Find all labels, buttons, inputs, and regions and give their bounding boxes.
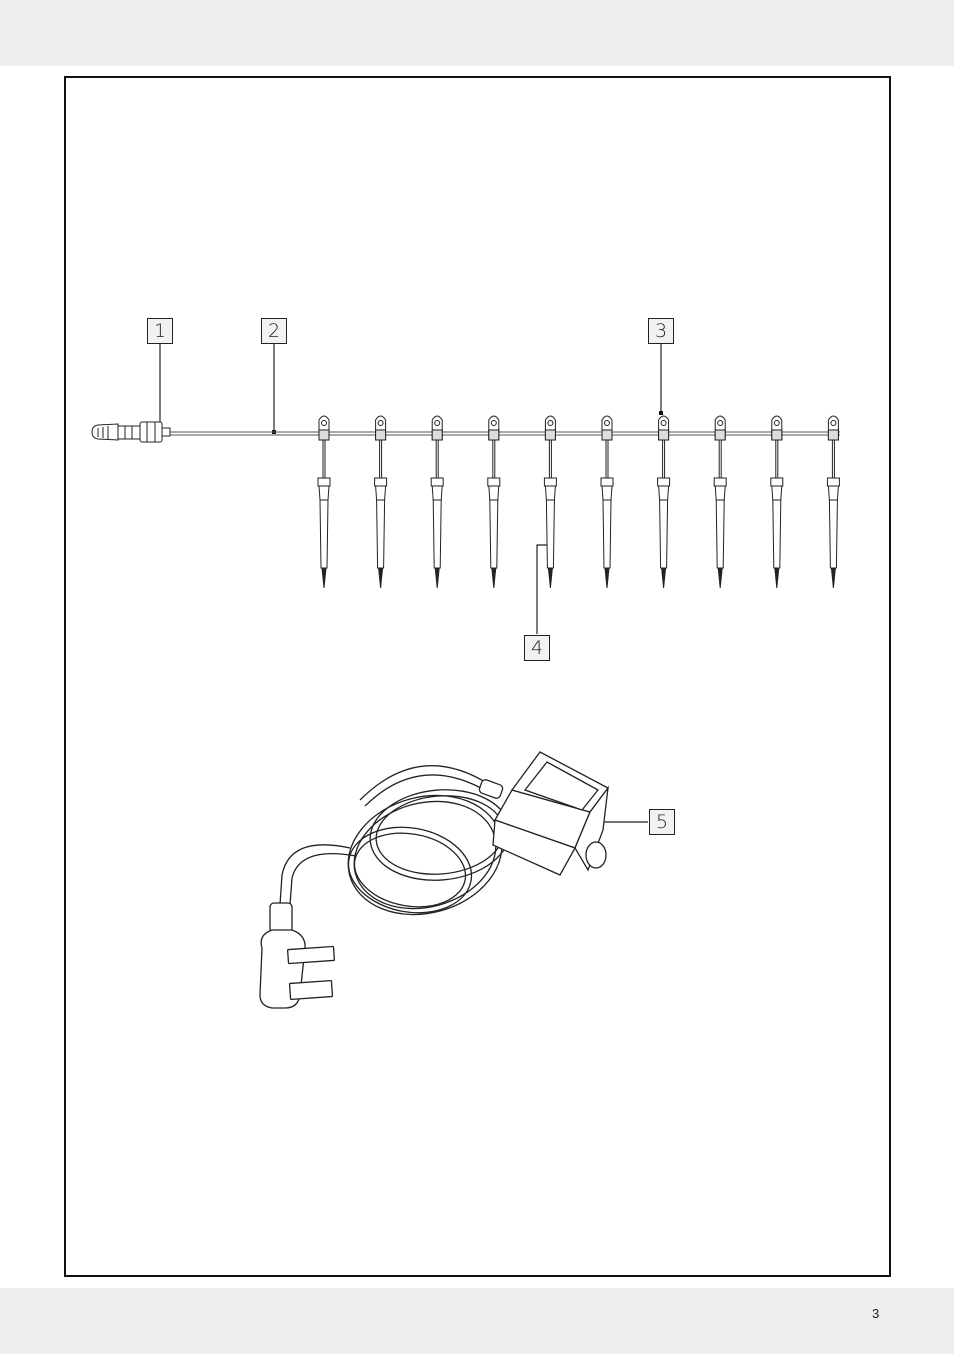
lamp-stake (375, 416, 387, 588)
lamp-stake (431, 416, 443, 588)
lamp-stake (658, 416, 670, 588)
lamp-group (318, 416, 839, 588)
lamp-stake (488, 416, 500, 588)
lamp-stake (827, 416, 839, 588)
transformer-assembly (260, 752, 608, 1008)
callout-4: 4 (524, 635, 550, 661)
callout-2: 2 (261, 318, 287, 344)
lamp-stake (544, 416, 556, 588)
connector-plug-icon (92, 422, 170, 442)
lamp-stake (601, 416, 613, 588)
plug-cable-edge (290, 854, 356, 905)
lamp-stake (714, 416, 726, 588)
uk-plug-icon (260, 903, 334, 1008)
lamp-stake (771, 416, 783, 588)
page-number: 3 (872, 1306, 879, 1321)
callout-5: 5 (649, 809, 675, 835)
lamp-stake (318, 416, 330, 588)
callout-1: 1 (147, 318, 173, 344)
leader-dots (272, 411, 663, 824)
transformer-body-icon (493, 752, 608, 875)
callout-3: 3 (648, 318, 674, 344)
main-cable (170, 432, 840, 435)
leader-lines (160, 344, 661, 822)
